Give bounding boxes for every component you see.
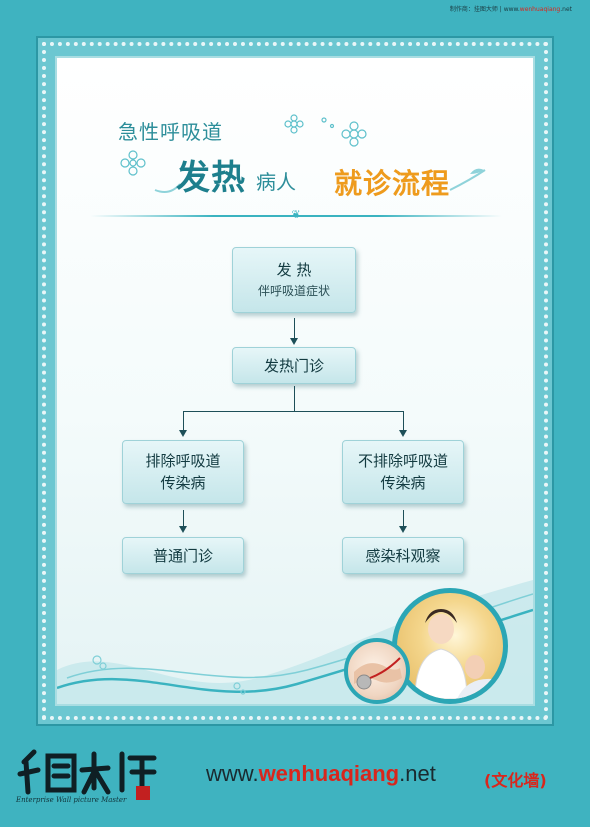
step-fever-clinic: 发热门诊 — [232, 347, 356, 384]
arrow-left-result — [179, 526, 187, 533]
branch-excluded-line1: 排除呼吸道 — [145, 452, 221, 470]
title-small: 急性呼吸道 — [118, 120, 223, 144]
credit-prefix: 制作商：挂图大师 | www. — [449, 6, 520, 13]
connector-right-drop — [403, 411, 404, 433]
credit-highlight: wenhuaqiang — [519, 6, 561, 13]
url-highlight: wenhuaqiang — [258, 761, 400, 786]
url-prefix: www. — [206, 761, 259, 786]
flower-small-icon — [120, 150, 146, 176]
stethoscope-photo — [344, 638, 410, 704]
branch-excluded-line2: 传染病 — [160, 474, 206, 492]
connector-left-drop — [183, 411, 184, 433]
brand-logo-subtitle: Enterprise Wall picture Master — [16, 796, 127, 804]
swirl-ornament-icon — [154, 168, 486, 193]
step-fever: 发 热 伴呼吸道症状 — [232, 247, 356, 313]
result-general-clinic-label: 普通门诊 — [152, 546, 213, 565]
result-infection-observation: 感染科观察 — [342, 537, 464, 574]
connector-1 — [294, 318, 295, 342]
arrow-1 — [290, 338, 298, 345]
frame-dotted-border — [42, 42, 548, 720]
step-fever-clinic-label: 发热门诊 — [263, 356, 324, 375]
website-url: www.wenhuaqiang.net — [206, 761, 436, 787]
result-infection-observation-label: 感染科观察 — [365, 546, 441, 565]
step-fever-title: 发 热 — [276, 261, 312, 279]
arrow-left-branch — [179, 430, 187, 437]
url-suffix: .net — [399, 761, 436, 786]
credit-suffix: .net — [560, 6, 572, 13]
connector-right-result — [403, 510, 404, 530]
top-credit: 制作商：挂图大师 | www.wenhuaqiang.net — [450, 4, 572, 13]
branch-not-excluded-line2: 传染病 — [380, 474, 426, 492]
flower-ornament-icon — [284, 114, 367, 147]
result-general-clinic: 普通门诊 — [122, 537, 244, 574]
divider-ornament-icon: ❦ — [291, 208, 301, 221]
url-tag: (文化墙) — [484, 771, 547, 790]
connector-split-horizontal — [183, 411, 404, 412]
connector-split-vertical — [294, 386, 295, 412]
connector-left-result — [183, 510, 184, 530]
title-middle: 病人 — [256, 170, 296, 194]
branch-not-excluded: 不排除呼吸道 传染病 — [342, 440, 464, 504]
title-main: 发热 — [176, 158, 246, 198]
step-fever-subtitle: 伴呼吸道症状 — [257, 284, 330, 298]
arrow-right-branch — [399, 430, 407, 437]
title-accent: 就诊流程 — [334, 167, 451, 200]
brand-logo-icon — [17, 749, 157, 800]
title-divider — [90, 215, 502, 217]
doctor-patient-photo — [392, 588, 508, 704]
arrow-right-result — [399, 526, 407, 533]
branch-excluded: 排除呼吸道 传染病 — [122, 440, 244, 504]
branch-not-excluded-line1: 不排除呼吸道 — [357, 452, 448, 470]
